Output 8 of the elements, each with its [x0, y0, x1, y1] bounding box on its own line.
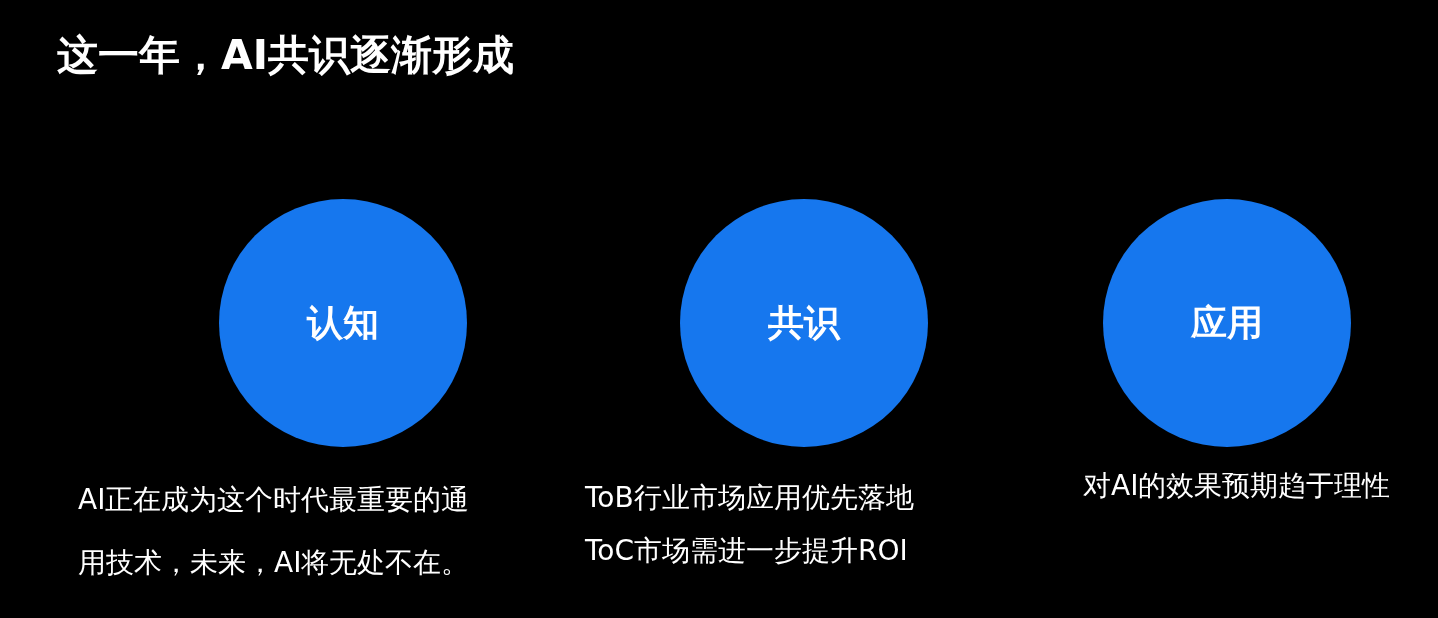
caption-text: ToB行业市场应用优先落地	[585, 480, 914, 516]
node-label: 共识	[768, 301, 840, 345]
slide-title: 这一年，AI共识逐渐形成	[57, 30, 514, 80]
node-label: 认知	[307, 301, 379, 345]
caption-text: 对AI的效果预期趋于理性	[1083, 468, 1391, 504]
caption-text: ToC市场需进一步提升ROI	[585, 533, 908, 569]
node-label: 应用	[1191, 301, 1263, 345]
caption-text: AI正在成为这个时代最重要的通用技术，未来，AI将无处不在。	[78, 482, 471, 581]
